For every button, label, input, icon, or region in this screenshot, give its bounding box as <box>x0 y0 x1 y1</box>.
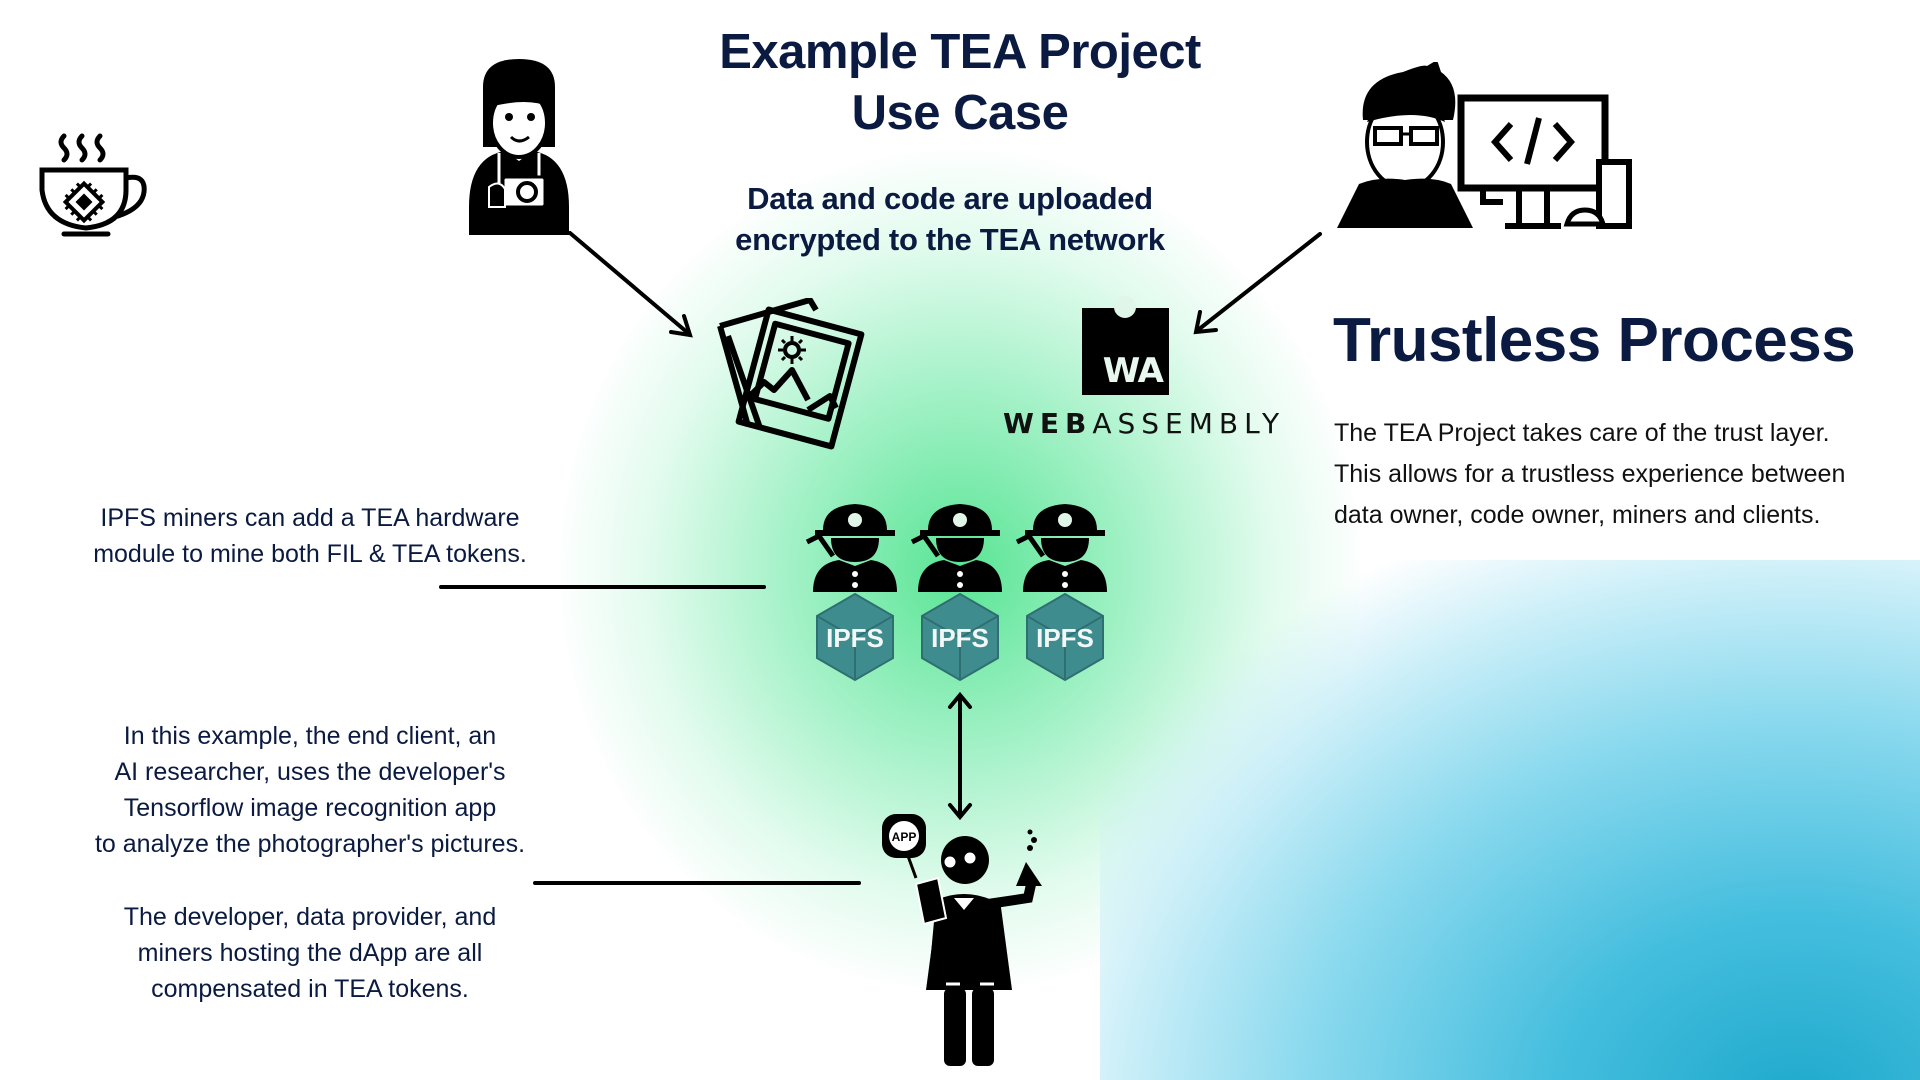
webassembly-logo: WA <box>1082 296 1169 395</box>
compensation-note: The developer, data provider, and miners… <box>50 899 570 1007</box>
note-line: AI researcher, uses the developer's <box>114 758 506 786</box>
wordmark-rest: ASSEMBLY <box>1092 407 1286 440</box>
ipfs-cube-icon: IPFS <box>1026 592 1104 682</box>
tea-cup-chip-icon <box>39 133 147 237</box>
trustless-heading: Trustless Process <box>1333 306 1856 375</box>
note-line: to analyze the photographer's pictures. <box>94 830 526 858</box>
webassembly-wordmark: WEBASSEMBLY <box>1003 407 1285 440</box>
miner-node: IPFS <box>805 500 905 690</box>
miner-nodes: IPFS IPFS IPFS <box>805 500 1115 690</box>
arrow-photographer-to-data <box>568 231 690 335</box>
title-line-1: Example TEA Project <box>719 25 1201 79</box>
note-line: The developer, data provider, and <box>123 903 497 931</box>
title-line-2: Use Case <box>851 86 1069 140</box>
logo-notch <box>1114 296 1136 318</box>
subtitle-line-1: Data and code are uploaded <box>747 181 1153 216</box>
ipfs-label: IPFS <box>1036 623 1094 653</box>
note-line: module to mine both FIL & TEA tokens. <box>93 540 527 568</box>
page-title: Example TEA Project Use Case <box>640 22 1280 144</box>
trustless-description: The TEA Project takes care of the trust … <box>1334 413 1845 536</box>
blue-corner-gradient <box>1100 560 1920 1080</box>
developer-computer-icon <box>1337 62 1632 229</box>
ipfs-label: IPFS <box>931 623 989 653</box>
example-note: In this example, the end client, an AI r… <box>50 718 570 862</box>
trustless-line: This allows for a trustless experience b… <box>1334 460 1846 488</box>
ipfs-label: IPFS <box>826 623 884 653</box>
ipfs-cube-icon: IPFS <box>816 592 894 682</box>
webassembly-badge-text: WA <box>1102 351 1164 391</box>
miner-node: IPFS <box>1015 500 1115 690</box>
researcher-icon: APP <box>882 814 1042 1066</box>
example-note-connector <box>533 881 861 885</box>
miners-note-connector <box>439 585 766 589</box>
subtitle: Data and code are uploaded encrypted to … <box>650 178 1250 260</box>
wordmark-bold: WEB <box>1003 407 1093 440</box>
photographer-icon <box>469 59 569 235</box>
miner-icon <box>805 504 897 592</box>
trustless-line: The TEA Project takes care of the trust … <box>1334 419 1830 447</box>
note-line: compensated in TEA tokens. <box>151 975 469 1003</box>
trustless-line: data owner, code owner, miners and clien… <box>1334 501 1821 529</box>
miners-note: IPFS miners can add a TEA hardware modul… <box>30 500 590 572</box>
note-line: In this example, the end client, an <box>123 722 497 750</box>
miner-icon <box>1015 504 1107 592</box>
note-line: Tensorflow image recognition app <box>123 794 497 822</box>
arrow-developer-to-code <box>1196 232 1322 332</box>
ipfs-cube-icon: IPFS <box>921 592 999 682</box>
app-bubble-label: APP <box>892 830 917 844</box>
note-line: IPFS miners can add a TEA hardware <box>100 504 520 532</box>
miner-node: IPFS <box>910 500 1010 690</box>
photos-icon <box>717 298 865 450</box>
note-line: miners hosting the dApp are all <box>137 939 483 967</box>
miner-icon <box>910 504 1002 592</box>
subtitle-line-2: encrypted to the TEA network <box>735 222 1165 257</box>
